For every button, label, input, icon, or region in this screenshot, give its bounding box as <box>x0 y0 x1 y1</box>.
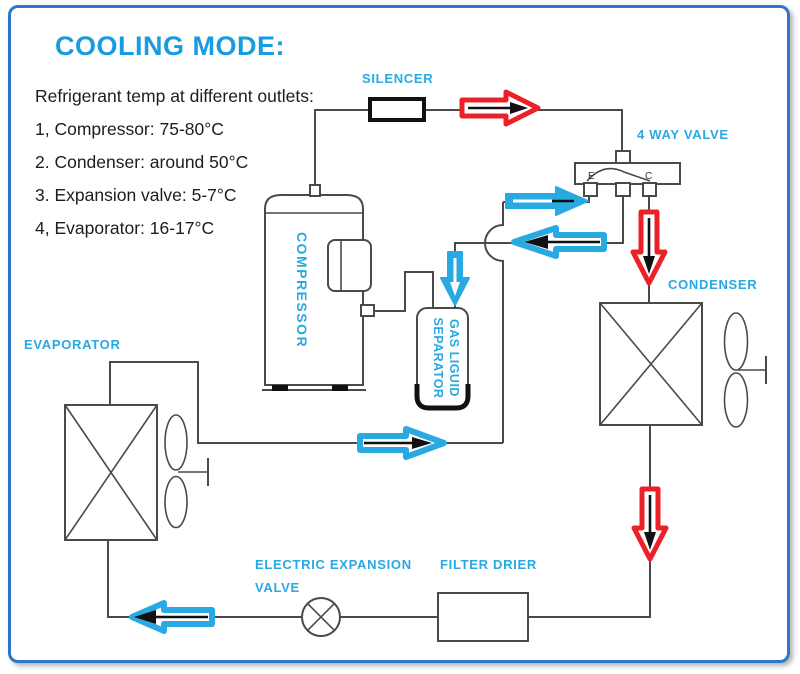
condenser-fan-blade-bottom <box>723 372 749 428</box>
condenser-fan <box>723 312 767 428</box>
page-title: COOLING MODE: <box>55 31 285 61</box>
blue-arrow-into-evaporator-left <box>129 600 215 634</box>
valve-port-s <box>615 182 631 197</box>
separator-label: GAS LIGUID SEPARATOR <box>430 312 462 404</box>
pipe-vertical-with-bridge <box>484 202 504 443</box>
flow-arrows <box>129 89 669 634</box>
note-line: 3. Expansion valve: 5-7°C <box>35 185 237 205</box>
valve-internal-slide <box>586 167 651 182</box>
pipe-suction <box>374 271 434 312</box>
note-line: 2. Condenser: around 50°C <box>35 152 249 172</box>
condenser-label: CONDENSER <box>668 277 758 292</box>
expansion-valve-label-line2: VALVE <box>255 580 300 595</box>
valve-port-e <box>583 182 598 197</box>
four-way-valve-label: 4 WAY VALVE <box>637 127 729 142</box>
diagram-frame <box>8 5 790 663</box>
blue-arrow-evaporator-out-right <box>357 426 447 460</box>
silencer-body <box>368 97 426 122</box>
note-line: 4, Evaporator: 16-17°C <box>35 218 215 238</box>
compressor-suction-port <box>360 304 375 317</box>
compressor <box>262 184 375 391</box>
pipe-condenser-out <box>528 425 651 618</box>
pipe-evaporator-out <box>109 361 503 444</box>
blue-arrow-into-separator-down <box>440 251 470 306</box>
red-arrow-to-condenser-down <box>630 209 668 286</box>
red-arrow-condenser-out-down <box>631 486 669 562</box>
separator-label-line2: SEPARATOR <box>431 317 445 399</box>
expansion-valve-label-line1: ELECTRIC EXPANSION <box>255 557 412 572</box>
expansion-valve-diagonal-2 <box>307 603 335 631</box>
four-way-valve: E C <box>574 150 681 197</box>
electric-expansion-valve <box>301 597 341 637</box>
condenser-diagonal-2 <box>599 302 703 426</box>
evaporator-fan-blade-bottom <box>164 475 188 529</box>
separator-label-line1: GAS LIGUID <box>447 319 461 397</box>
condenser-fan-blade-top <box>723 312 749 371</box>
gas-liquid-separator <box>414 307 471 411</box>
valve-letter-e: E <box>588 171 595 182</box>
blue-arrow-valve-to-separator-left <box>511 225 607 259</box>
separator-black-base <box>414 384 471 411</box>
compressor-foot-right <box>332 385 348 391</box>
condenser <box>599 302 767 428</box>
notes-heading: Refrigerant temp at different outlets: <box>35 86 314 106</box>
evaporator-fan-blade-top <box>164 414 188 471</box>
compressor-side-attachment <box>327 239 372 292</box>
compressor-top-fitting <box>309 184 321 197</box>
evaporator <box>64 404 209 541</box>
filter-drier-body <box>437 592 529 642</box>
valve-port-c <box>642 182 657 197</box>
temperature-notes: Refrigerant temp at different outlets: 1… <box>35 86 314 251</box>
evaporator-diagonal-2 <box>64 404 158 541</box>
blue-arrow-to-valve-right <box>505 186 589 216</box>
silencer-label: SILENCER <box>362 71 434 86</box>
compressor-label: COMPRESSOR <box>294 231 310 349</box>
filter-drier-label: FILTER DRIER <box>440 557 537 572</box>
red-arrow-discharge-right <box>459 89 541 127</box>
evaporator-fan <box>164 414 209 529</box>
pipe-expvalve-to-evaporator <box>107 540 302 618</box>
valve-letter-c: C <box>645 171 652 182</box>
evaporator-label: EVAPORATOR <box>24 337 121 352</box>
note-line: 1, Compressor: 75-80°C <box>35 119 224 139</box>
compressor-foot-left <box>272 385 288 391</box>
